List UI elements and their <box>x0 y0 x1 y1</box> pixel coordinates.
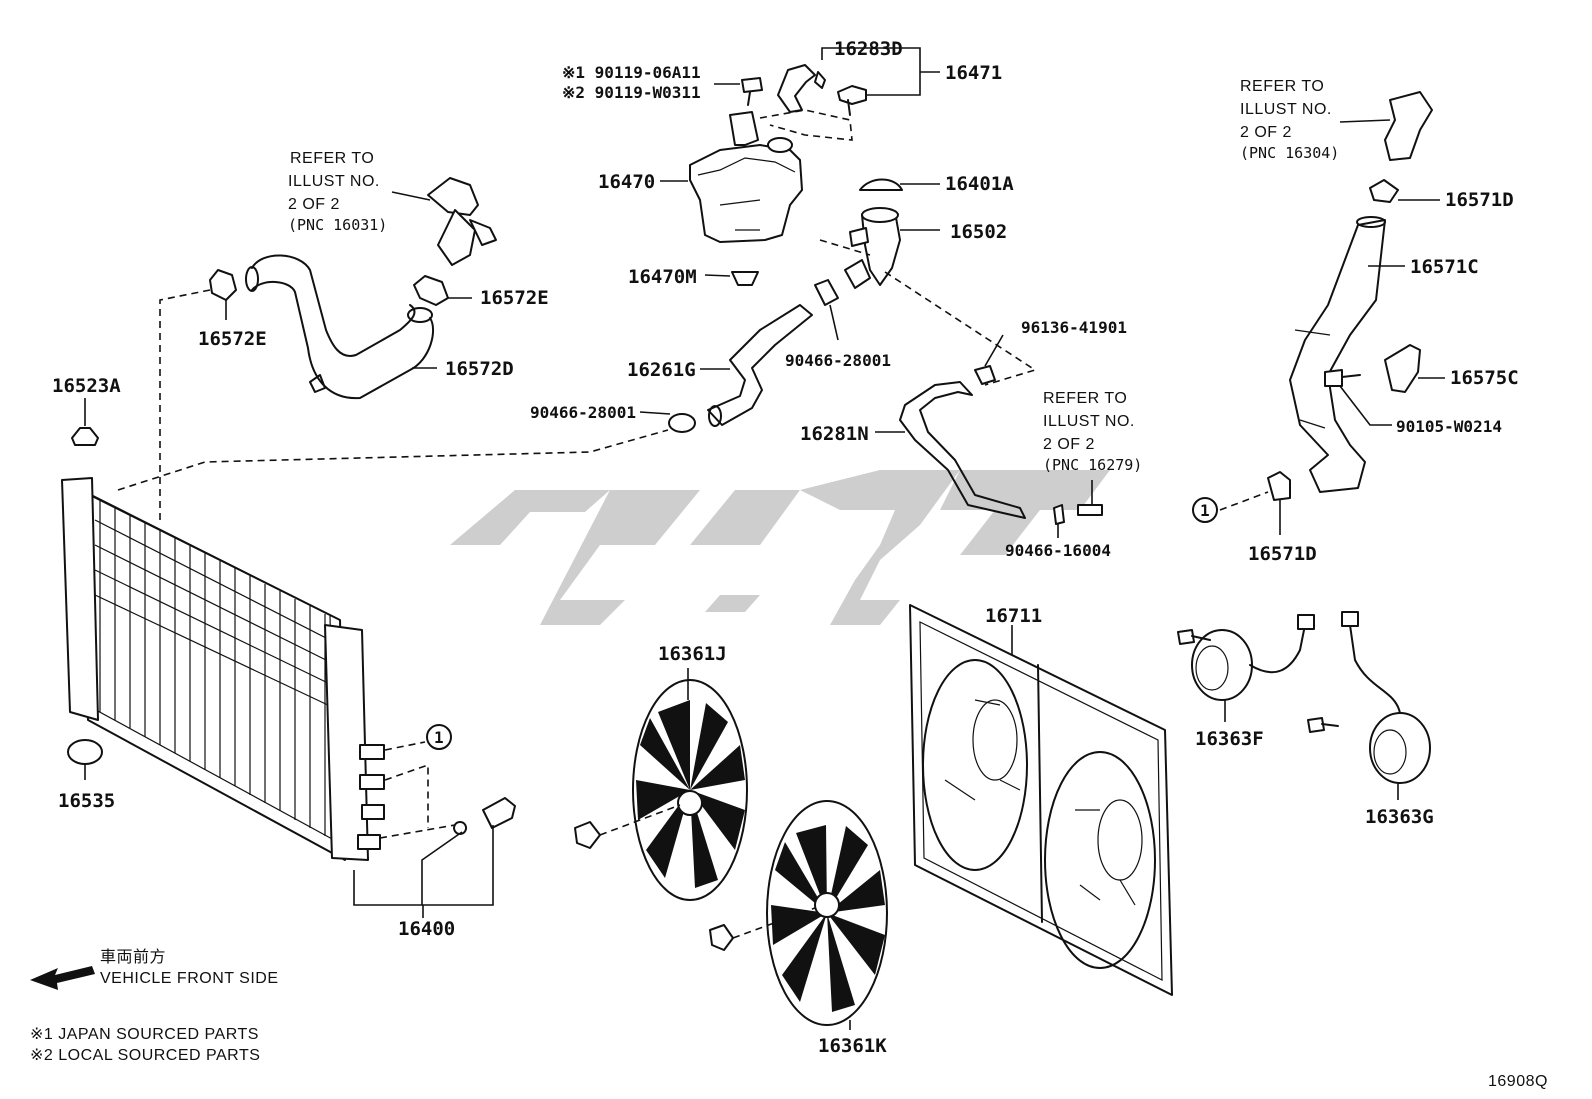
label-16363F: 16363F <box>1195 728 1264 750</box>
label-90466-16004: 90466-16004 <box>1005 541 1111 560</box>
label-16281N: 16281N <box>800 423 869 445</box>
clamp-90466-28001-lower <box>639 411 696 433</box>
label-90466-28001-lower: 90466-28001 <box>530 403 636 422</box>
refer-note-16279: REFER TO ILLUST NO. 2 OF 2 (PNC 16279) <box>1043 390 1142 474</box>
legend-front-jp: 車両前方 <box>100 948 166 966</box>
label-bolt-japan: ※1 90119-06A11 <box>562 63 701 82</box>
nut-fan-K <box>709 907 816 951</box>
label-16361K: 16361K <box>818 1035 887 1057</box>
refer-note-16031: REFER TO ILLUST NO. 2 OF 2 (PNC 16031) <box>288 150 387 234</box>
label-16471: 16471 <box>945 62 1002 84</box>
hose-16572D <box>245 254 437 400</box>
label-16361J: 16361J <box>658 643 727 665</box>
label-16575C: 16575C <box>1450 367 1519 389</box>
front-arrow-icon <box>30 966 95 990</box>
label-16401A: 16401A <box>945 173 1014 195</box>
hose-16571C <box>1289 216 1405 493</box>
svg-text:(PNC 16279): (PNC 16279) <box>1043 456 1142 474</box>
diagram-id: 16908Q <box>1488 1073 1548 1090</box>
svg-text:REFER TO: REFER TO <box>290 150 374 167</box>
bolt-90105-W0214 <box>1324 369 1392 426</box>
hose-16261G <box>700 304 813 427</box>
callout-circle-1-text: 1 <box>434 728 444 747</box>
label-16283D: 16283D <box>834 38 903 60</box>
clamp-90466-16004 <box>1053 480 1103 538</box>
bracket-16575C <box>1384 344 1445 393</box>
label-16261G: 16261G <box>627 359 696 381</box>
hose-16283D <box>777 47 940 116</box>
label-16363G: 16363G <box>1365 806 1434 828</box>
neck-leads <box>819 239 1037 386</box>
water-outlet-ref-16304 <box>1339 91 1433 161</box>
legend-front-en: VEHICLE FRONT SIDE <box>100 970 279 987</box>
legend-note-local: ※2 LOCAL SOURCED PARTS <box>30 1047 260 1064</box>
label-96136-41901: 96136-41901 <box>1021 318 1127 337</box>
legend-note-japan: ※1 JAPAN SOURCED PARTS <box>30 1026 259 1043</box>
radiator-leads <box>117 289 669 918</box>
cushion-16535 <box>67 739 103 780</box>
label-90466-28001-upper: 90466-28001 <box>785 351 891 370</box>
nut-fan-J <box>574 804 681 849</box>
label-16571D-lower: 16571D <box>1248 543 1317 565</box>
label-16470: 16470 <box>598 171 655 193</box>
tank-leads <box>759 109 853 141</box>
reservoir-tank-16470 <box>660 111 803 243</box>
clamp-16572E-right <box>413 275 472 306</box>
svg-text:2 OF 2: 2 OF 2 <box>1043 436 1095 453</box>
svg-text:ILLUST NO.: ILLUST NO. <box>1240 101 1332 118</box>
cap-16401A <box>859 178 940 191</box>
bolt-90119 <box>714 77 763 106</box>
refer-note-16304: REFER TO ILLUST NO. 2 OF 2 (PNC 16304) <box>1240 78 1339 162</box>
fan-16361K <box>766 800 888 1030</box>
label-16711: 16711 <box>985 605 1042 627</box>
clamp-90466-28001-upper <box>814 279 839 341</box>
cap-16470M <box>704 271 759 286</box>
svg-text:2 OF 2: 2 OF 2 <box>1240 124 1292 141</box>
clamp-16571D-upper <box>1369 179 1440 203</box>
svg-text:ILLUST NO.: ILLUST NO. <box>288 173 380 190</box>
svg-text:(PNC 16304): (PNC 16304) <box>1240 144 1339 162</box>
filler-neck-16502 <box>844 207 940 289</box>
label-90105-W0214: 90105-W0214 <box>1396 417 1502 436</box>
svg-text:REFER TO: REFER TO <box>1043 390 1127 407</box>
fan-16361J <box>632 668 748 901</box>
label-16535: 16535 <box>58 790 115 812</box>
fan-motor-16363F <box>1177 614 1315 722</box>
label-16502: 16502 <box>950 221 1007 243</box>
water-inlet-ref-16031 <box>391 177 497 266</box>
radiator-16400 <box>61 477 516 861</box>
label-bolt-local: ※2 90119-W0311 <box>562 83 701 102</box>
callout-circle-1 <box>426 724 452 750</box>
clamp-16571D-lower <box>1192 471 1291 535</box>
svg-text:(PNC 16031): (PNC 16031) <box>288 216 387 234</box>
label-16572D: 16572D <box>445 358 514 380</box>
watermark-logo <box>450 470 1110 625</box>
label-16571D-upper: 16571D <box>1445 189 1514 211</box>
cushion-16523A <box>71 398 99 446</box>
label-16523A: 16523A <box>52 375 121 397</box>
hose-16281N <box>875 334 1026 519</box>
callout-circle-1b: 1 <box>1200 501 1210 520</box>
svg-text:REFER TO: REFER TO <box>1240 78 1324 95</box>
label-16572E-right: 16572E <box>480 287 549 309</box>
label-16400: 16400 <box>398 918 455 940</box>
label-16571C: 16571C <box>1410 256 1479 278</box>
label-16470M: 16470M <box>628 266 697 288</box>
svg-text:2 OF 2: 2 OF 2 <box>288 196 340 213</box>
label-16572E-left: 16572E <box>198 328 267 350</box>
clamp-16572E-left <box>209 269 237 320</box>
svg-text:ILLUST NO.: ILLUST NO. <box>1043 413 1135 430</box>
fan-shroud-16711 <box>909 604 1173 996</box>
fan-motor-16363G <box>1307 611 1431 800</box>
